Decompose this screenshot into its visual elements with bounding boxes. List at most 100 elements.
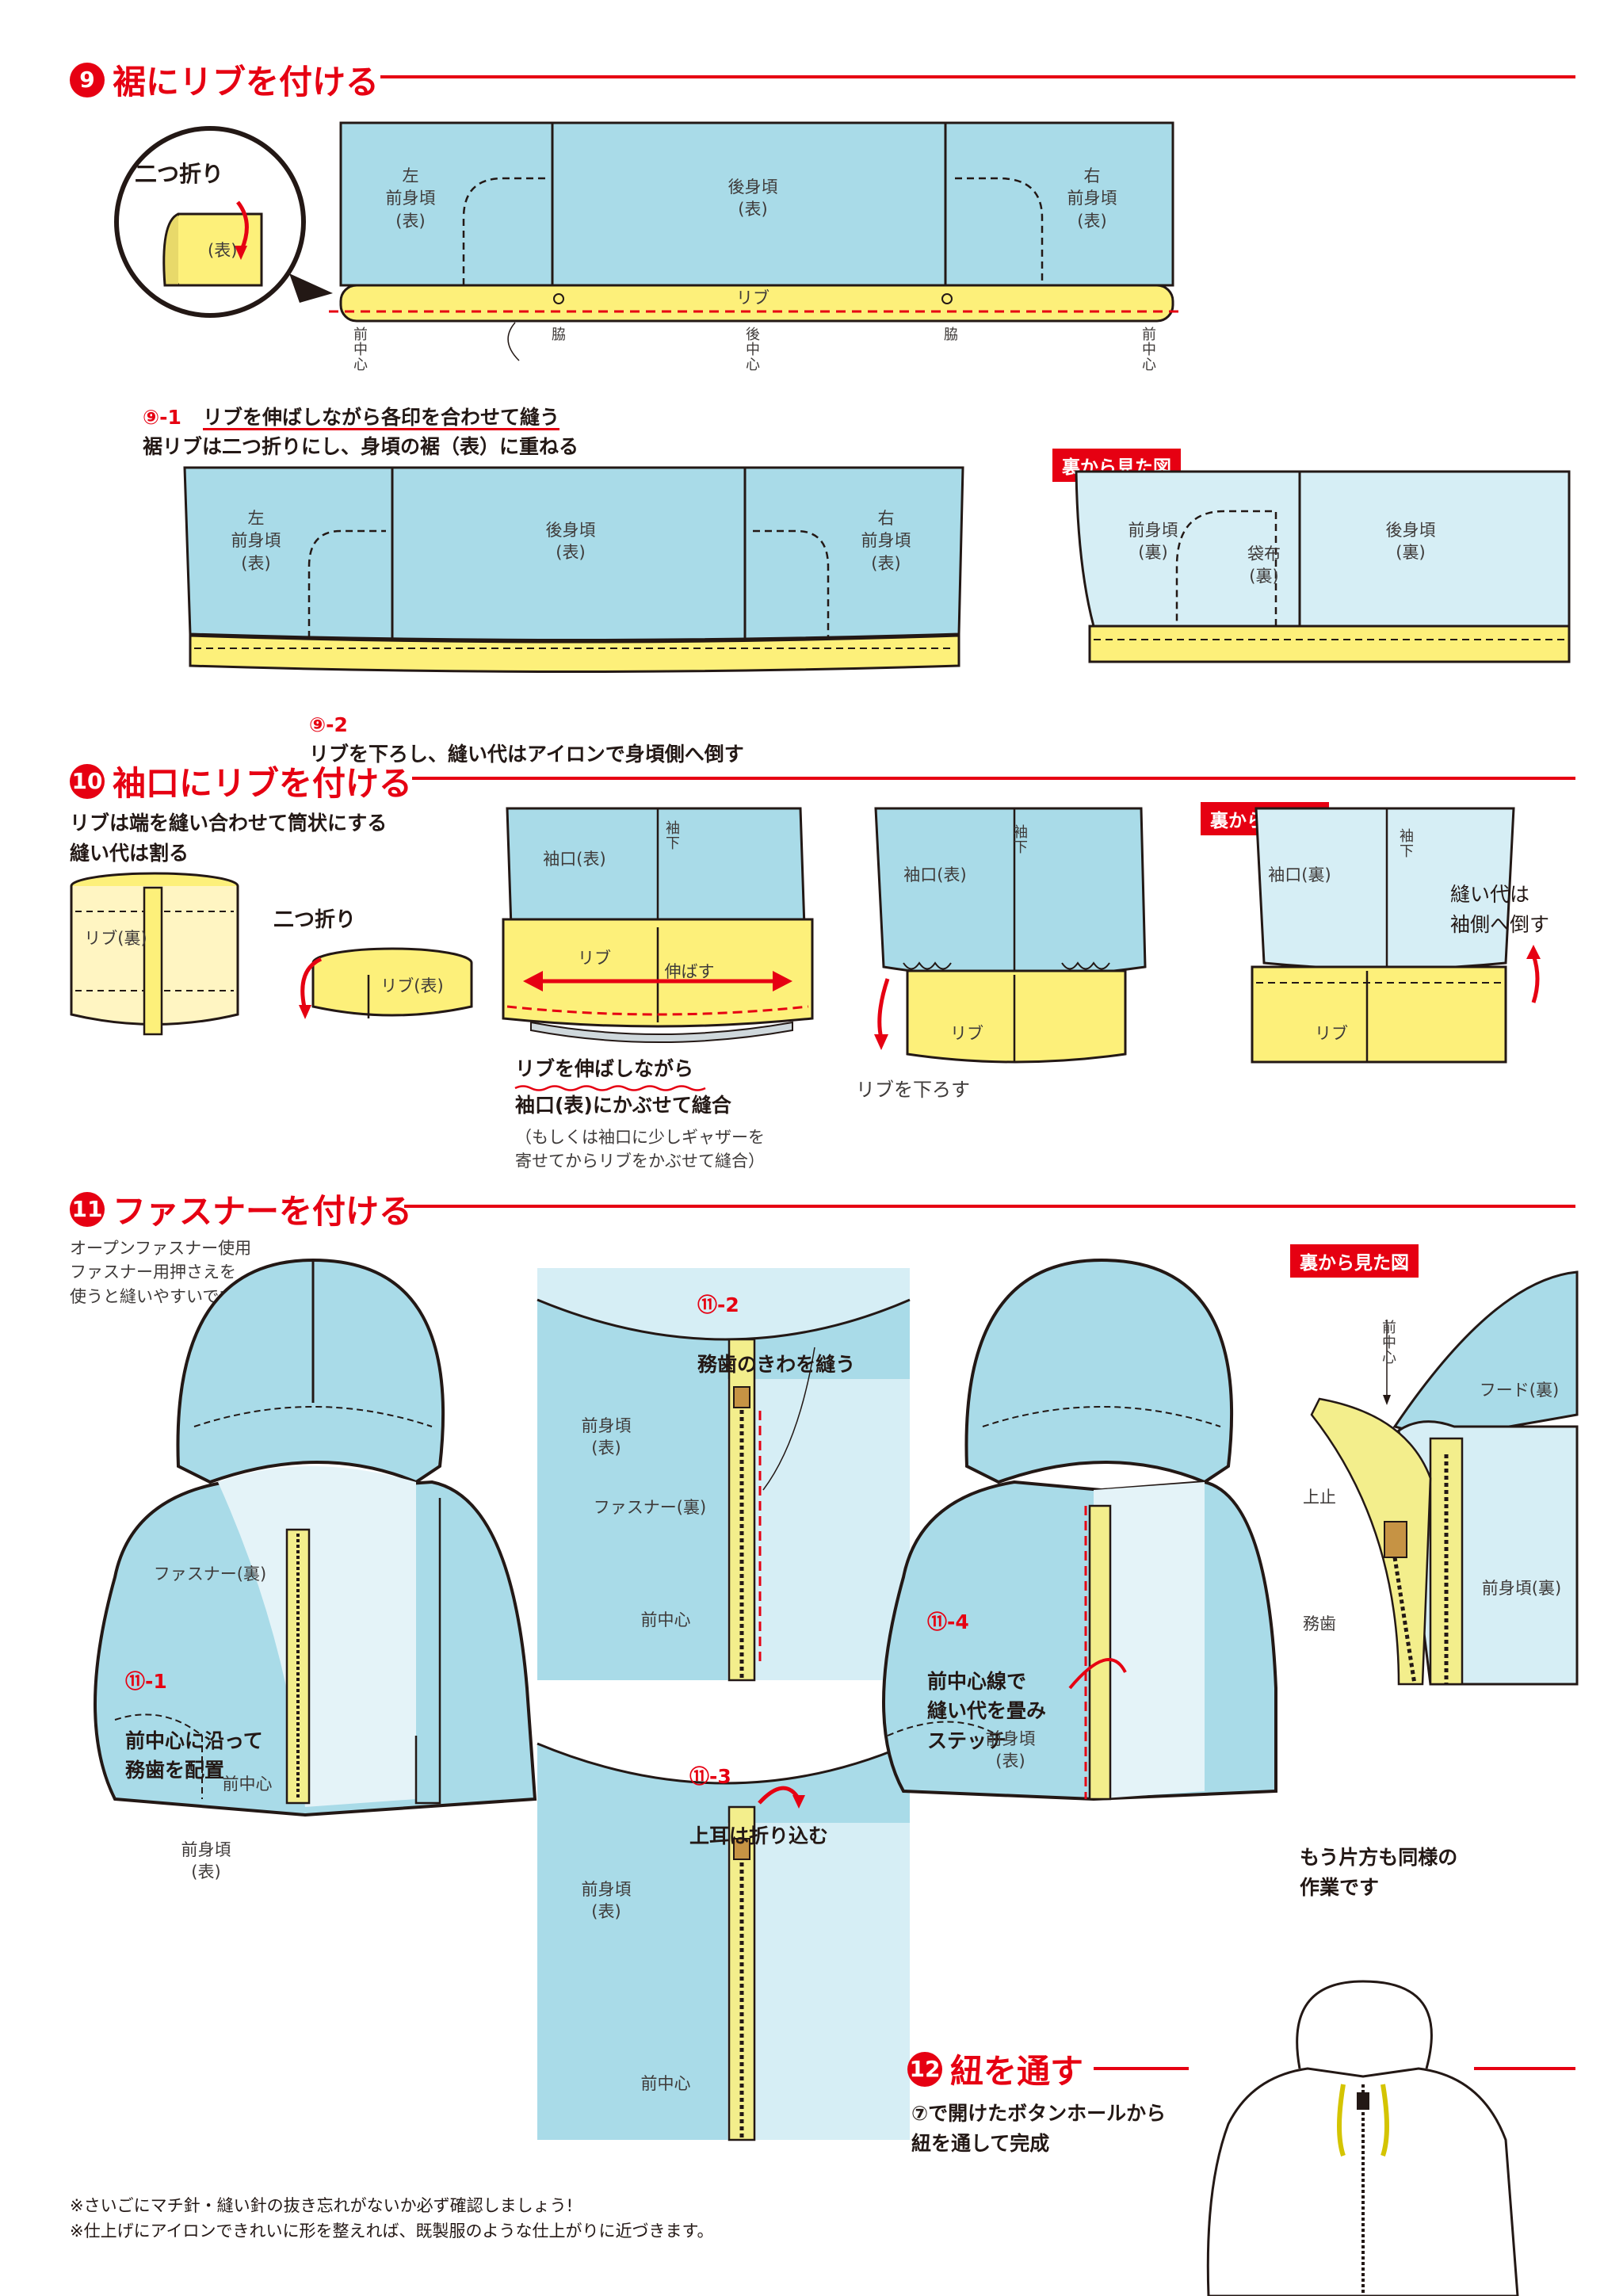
back-view-pocket-label: 袋布 (裏) — [1247, 544, 1281, 586]
folding-tape-closeup — [537, 1728, 911, 2141]
front-face-label: 前身頃 (表) — [181, 1840, 231, 1882]
step-text: 務歯のきわを縫う — [697, 1352, 856, 1376]
hem-folded-panel — [183, 466, 964, 673]
step-9-1-emphasis: リブを伸ばしながら各印を合わせて縫う — [203, 406, 560, 429]
center-front-label: 前中心 — [222, 1775, 273, 1794]
step-11-2-text: ⑪-2 務歯のきわを縫う — [697, 1260, 855, 1409]
step-line-1: 裾リブは二つ折りにし、身頃の裾（表）に重ねる — [143, 435, 579, 458]
seam-allowance-note: 縫い代は 袖側へ倒す — [1450, 883, 1550, 936]
mark-side-right: 脇 — [941, 327, 958, 342]
underarm-label: 袖下 — [663, 820, 680, 850]
step-11-3-text: ⑪-3 上耳は折り込む — [689, 1732, 828, 1881]
back-view-hood-label: フード(裏) — [1479, 1381, 1560, 1400]
back-label: 後身頃 (表) — [727, 178, 778, 220]
right-front-label-2: 右 前身頃 (表) — [861, 509, 911, 573]
fold-detail-illustration — [114, 126, 333, 318]
right-front-label: 右 前身頃 (表) — [1067, 166, 1117, 231]
zipper-back-label: ファスナー(裏) — [153, 1564, 267, 1584]
rib-label: リブ — [736, 288, 769, 308]
step-number: ⑪-2 — [697, 1293, 739, 1316]
front-face-label-3: 前身頃 (表) — [581, 1880, 632, 1922]
step-number: ⑪-4 — [927, 1610, 969, 1633]
rib-label-3: リブ — [1315, 1024, 1348, 1043]
instruction-underline-wave — [514, 1085, 706, 1091]
step-number: ⑪-3 — [689, 1764, 731, 1788]
cuff-down-illustration — [874, 807, 1147, 1064]
cuff-instruction-note: （もしくは袖口に少しギャザーを 寄せてからリブをかぶせて縫合） — [515, 1128, 765, 1171]
cuff-face-label: 袖口(表) — [543, 850, 606, 869]
step-text: 前中心に沿って 務歯を配置 — [125, 1729, 263, 1782]
rib-tube-illustration — [70, 872, 473, 1036]
rib-back-label: リブ(裏) — [84, 929, 147, 948]
cuff-back-view — [1251, 807, 1541, 1064]
sewing-zipper-closeup — [537, 1268, 911, 1682]
cuff-instruction-2: 袖口(表)にかぶせて縫合 — [515, 1094, 731, 1117]
left-front-label-2: 左 前身頃 (表) — [231, 509, 281, 573]
section-12-title: 12 紐を通す — [907, 2045, 1083, 2093]
back-view-front-label: 前身頃 (裏) — [1128, 521, 1178, 563]
mark-front-center-left: 前中心 — [351, 327, 368, 372]
back-view-back-label: 後身頃 (裏) — [1385, 521, 1436, 563]
back-view-center-label: 前中心 — [1380, 1320, 1396, 1365]
section-title-text: 紐を通す — [950, 2052, 1084, 2091]
section-divider — [380, 75, 1575, 78]
rib-label-2: リブ — [950, 1024, 983, 1043]
fold-face-label: (表) — [208, 241, 238, 260]
footer-note-2: ※仕上げにアイロンできれいに形を整えれば、既製服のような仕上がりに近づきます。 — [70, 2222, 714, 2241]
section-11-title: 11 ファスナーを付ける — [70, 1185, 412, 1233]
back-view-stop-label: 上止 — [1303, 1488, 1336, 1507]
step-number: ⑪-1 — [125, 1669, 167, 1693]
fold-label: 二つ折り — [135, 161, 224, 187]
front-face-label-4: 前身頃 (表) — [985, 1729, 1036, 1771]
step-9-1-text: ⑨-1 裾リブは二つ折りにし、身頃の裾（表）に重ねる — [143, 372, 579, 462]
section-divider-right — [1474, 2067, 1575, 2070]
section-number: 9 — [70, 62, 105, 97]
section-number: 11 — [70, 1191, 105, 1227]
footer-note-1: ※さいごにマチ針・縫い針の抜き忘れがないか必ず確認しましょう! — [70, 2196, 574, 2215]
stretch-label: 伸ばす — [664, 962, 715, 981]
step-number: ⑨-2 — [309, 712, 348, 736]
hem-rib-panel — [329, 121, 1185, 361]
fold-label: 二つ折り — [273, 908, 357, 932]
step-text: 上耳は折り込む — [689, 1824, 829, 1847]
underarm-label-2: 袖下 — [1011, 824, 1028, 854]
section-title-text: ファスナーを付ける — [113, 1192, 413, 1231]
hoodie-zipper-placement — [94, 1258, 537, 1817]
section-number: 12 — [907, 2051, 942, 2087]
hem-back-view — [1075, 470, 1571, 663]
rib-tube-note: リブは端を縫い合わせて筒状にする 縫い代は割る — [70, 812, 388, 865]
cuff-back-label: 袖口(裏) — [1268, 865, 1331, 884]
step-number: ⑨-1 — [143, 405, 181, 429]
step-text: 前中心線で 縫い代を畳み ステッチ — [927, 1669, 1047, 1752]
rib-down-label: リブを下ろす — [856, 1079, 970, 1101]
section-divider — [404, 1205, 1575, 1208]
zipper-back-label-2: ファスナー(裏) — [593, 1498, 707, 1517]
section-10-title: 10 袖口にリブを付ける — [70, 757, 412, 805]
mark-front-center-right: 前中心 — [1140, 327, 1156, 372]
section-divider — [1094, 2067, 1189, 2070]
step-11-1-text: ⑪-1 前中心に沿って 務歯を配置 — [125, 1637, 263, 1815]
same-work-note: もう片方も同様の 作業です — [1300, 1846, 1458, 1899]
section-divider — [412, 777, 1575, 780]
cuff-instruction-1: リブを伸ばしながら — [515, 1057, 694, 1080]
back-view-tag: 裏から見た図 — [1290, 1244, 1419, 1278]
step-9-2-text: ⑨-2 リブを下ろし、縫い代はアイロンで身頃側へ倒す — [309, 680, 744, 770]
zipper-back-view — [1310, 1270, 1579, 1686]
back-view-teeth-label: 務歯 — [1303, 1614, 1336, 1633]
drawstring-text: ⑦で開けたボタンホールから 紐を通して完成 — [911, 2102, 1167, 2155]
center-front-label-3: 前中心 — [640, 2074, 691, 2093]
center-front-label-2: 前中心 — [640, 1610, 691, 1629]
front-face-label-2: 前身頃 (表) — [581, 1416, 632, 1458]
left-front-label: 左 前身頃 (表) — [385, 166, 436, 231]
step-line: リブを下ろし、縫い代はアイロンで身頃側へ倒す — [309, 743, 744, 766]
section-9-title: 9 裾にリブを付ける — [70, 55, 379, 104]
back-view-front-label: 前身頃(裏) — [1481, 1579, 1562, 1598]
section-title-text: 袖口にリブを付ける — [113, 764, 413, 803]
cuff-face-label-2: 袖口(表) — [903, 865, 967, 884]
step-11-4-text: ⑪-4 前中心線で 縫い代を畳み ステッチ — [927, 1577, 1046, 1786]
cuff-stretch-illustration — [502, 807, 814, 1043]
section-title-text: 裾にリブを付ける — [113, 63, 380, 101]
mark-back-center: 後中心 — [743, 327, 760, 372]
zipper-intro-note: オープンファスナー使用 ファスナー用押さえを 使うと縫いやすいです — [70, 1239, 252, 1306]
finished-hoodie-outline — [1206, 1980, 1519, 2296]
